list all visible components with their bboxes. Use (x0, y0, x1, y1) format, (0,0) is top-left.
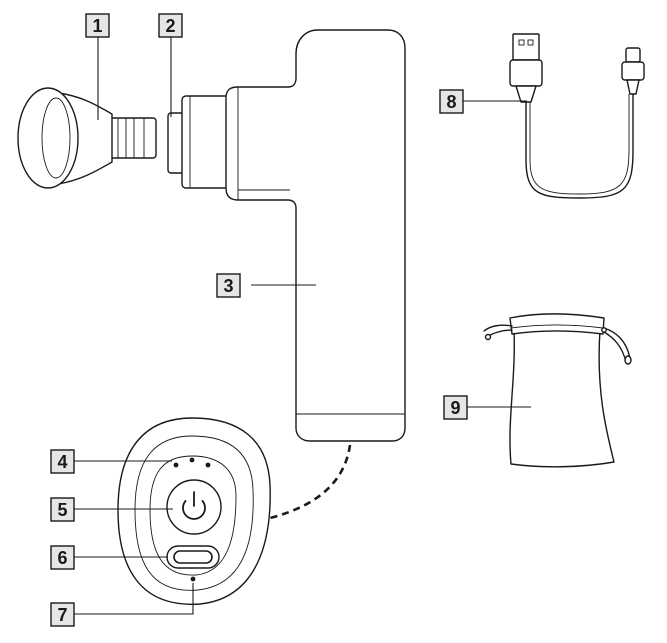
callout-3: 3 (216, 273, 241, 298)
callout-9-label: 9 (450, 398, 460, 418)
callout-3-label: 3 (223, 276, 233, 296)
control-panel (117, 417, 271, 605)
dashed-connector (269, 444, 352, 520)
storage-pouch (483, 313, 632, 468)
callout-2: 2 (158, 13, 183, 38)
massage-head-attachment (17, 87, 157, 189)
callout-4: 4 (50, 449, 75, 474)
mode-button[interactable] (166, 545, 220, 569)
callout-6: 6 (50, 545, 75, 570)
usb-cable (509, 33, 645, 199)
callout-8: 8 (439, 89, 464, 114)
massage-gun-body (225, 29, 406, 442)
indicator-light-right (205, 462, 211, 468)
callout-1: 1 (85, 13, 110, 38)
head-collar (167, 95, 235, 189)
callout-9: 9 (443, 395, 468, 420)
callout-1-label: 1 (92, 16, 102, 36)
callout-7-label: 7 (57, 605, 67, 625)
callout-6-label: 6 (57, 548, 67, 568)
callout-8-label: 8 (446, 92, 456, 112)
power-icon (182, 491, 206, 520)
callout-5: 5 (50, 497, 75, 522)
indicator-light-left (173, 462, 179, 468)
charging-port (190, 576, 196, 582)
callout-2-label: 2 (165, 16, 175, 36)
callout-4-label: 4 (57, 452, 67, 472)
callout-5-label: 5 (57, 500, 67, 520)
callout-7: 7 (50, 602, 75, 627)
indicator-light-middle (189, 457, 195, 463)
leader-7 (74, 583, 194, 615)
power-button[interactable] (166, 479, 222, 535)
